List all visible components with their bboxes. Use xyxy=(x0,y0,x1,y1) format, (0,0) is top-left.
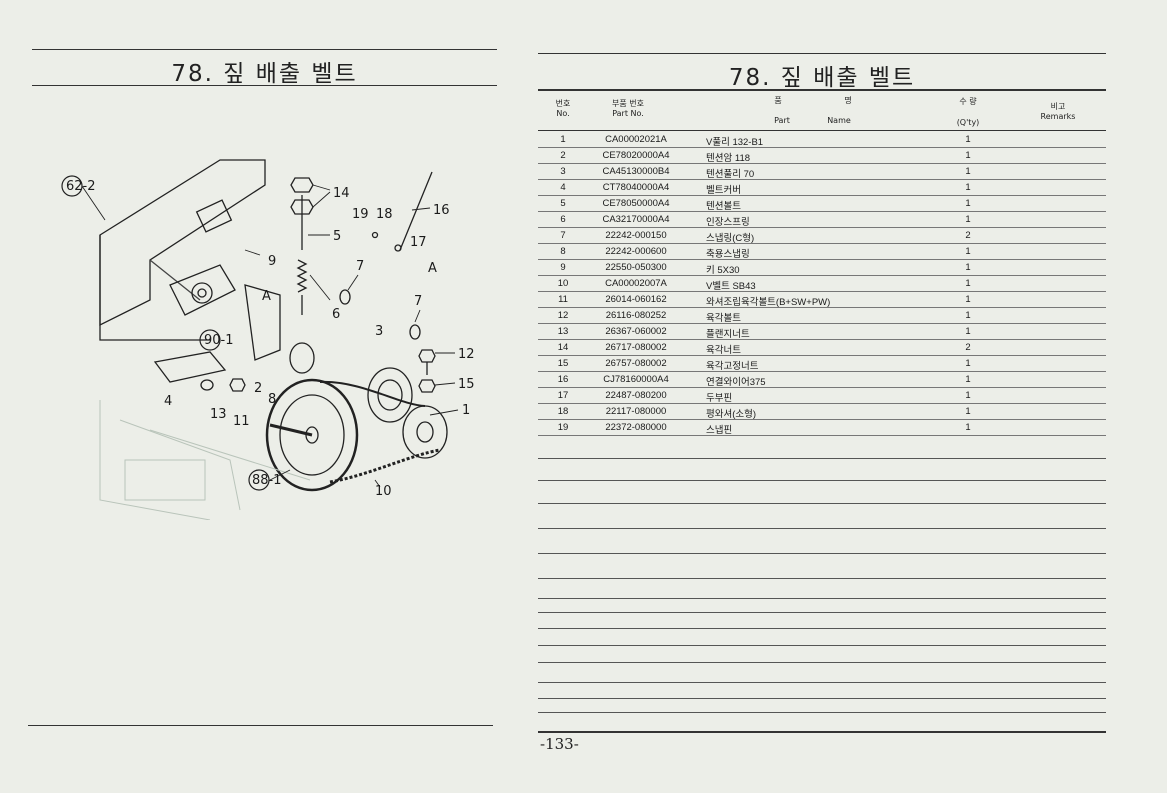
callout-11: 11 xyxy=(233,414,250,429)
right-title-bottom-rule xyxy=(538,89,1106,91)
header-no-en: No. xyxy=(556,109,570,118)
header-part-ko: 부품 번호 xyxy=(612,99,644,108)
callout-3: 3 xyxy=(375,324,383,339)
callout-18: 18 xyxy=(376,207,393,222)
left-title-bottom-rule xyxy=(32,85,497,86)
header-name-en-2: Name xyxy=(827,116,851,125)
header-name-ko-1: 품 xyxy=(774,96,782,105)
header-remarks-ko: 비고 xyxy=(1050,102,1066,111)
header-remarks-en: Remarks xyxy=(1040,112,1076,121)
header-name-en-1: Part xyxy=(774,116,790,125)
left-title-top-rule xyxy=(32,49,497,50)
header-no-ko: 번호 xyxy=(555,99,571,108)
right-title-top-rule xyxy=(538,53,1106,54)
callout-88: 88-1 xyxy=(252,473,282,488)
left-footer-rule xyxy=(28,725,493,726)
callout-A-left: A xyxy=(262,289,271,304)
left-page-title: 78. 짚 배출 벨트 xyxy=(171,61,358,87)
callout-12: 12 xyxy=(458,347,475,362)
callout-62: 62-2 xyxy=(66,179,96,194)
callout-6: 6 xyxy=(332,307,340,322)
callout-5: 5 xyxy=(333,229,341,244)
callout-10: 10 xyxy=(375,484,392,499)
callout-9: 9 xyxy=(268,254,276,269)
page-number: -133- xyxy=(540,735,579,753)
callout-17: 17 xyxy=(410,235,427,250)
callout-14: 14 xyxy=(333,186,350,201)
callout-7-lower: 7 xyxy=(414,294,422,309)
callout-4: 4 xyxy=(164,394,172,409)
callout-7-upper: 7 xyxy=(356,259,364,274)
callout-15: 15 xyxy=(458,377,475,392)
callout-2: 2 xyxy=(254,381,262,396)
header-qty-en: (Q'ty) xyxy=(956,118,980,127)
header-bottom-rule xyxy=(538,130,1106,131)
right-page-title: 78. 짚 배출 벨트 xyxy=(728,65,916,91)
header-name-ko-2: 명 xyxy=(844,96,852,105)
callout-A-right: A xyxy=(428,261,437,276)
callout-1: 1 xyxy=(462,403,470,418)
exploded-parts-diagram: 62-2 14 19 18 16 5 17 9 7 A A 6 7 90-1 3… xyxy=(61,159,475,520)
header-part-en: Part No. xyxy=(612,109,644,118)
callout-13: 13 xyxy=(210,407,227,422)
callout-16: 16 xyxy=(433,203,450,218)
callout-8: 8 xyxy=(268,392,276,407)
callout-90: 90-1 xyxy=(204,333,234,348)
header-qty-ko: 수 량 xyxy=(959,97,977,106)
callout-19: 19 xyxy=(352,207,369,222)
